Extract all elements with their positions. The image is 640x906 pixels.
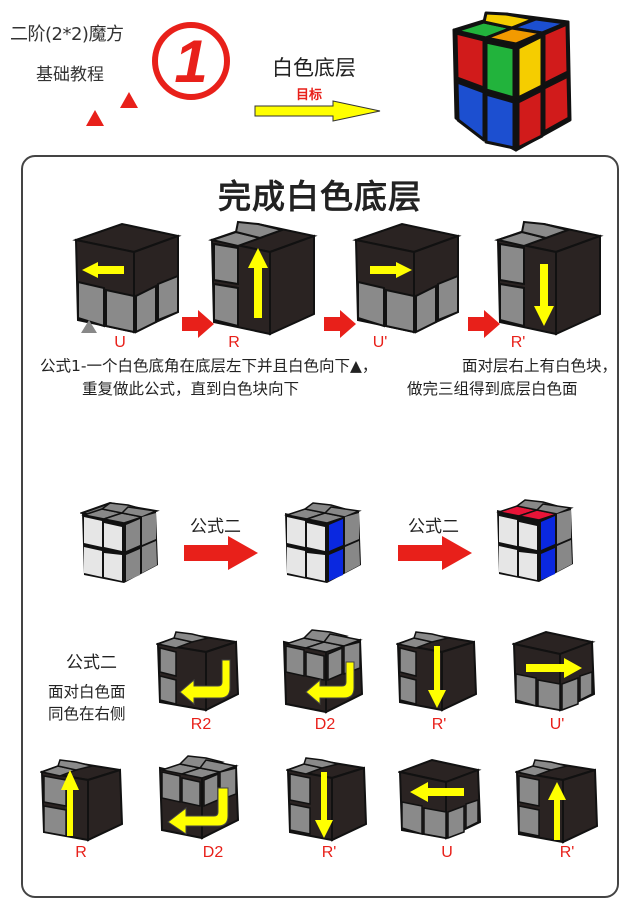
formula1-description-line1-right: 面对层右上有白色块， bbox=[462, 357, 618, 375]
formula2-hint-line2: 同色在右侧 bbox=[48, 705, 126, 723]
cube-step-U bbox=[398, 758, 482, 840]
move-label: R bbox=[228, 334, 240, 351]
cube-step-D2 bbox=[158, 755, 240, 840]
cube-step-U-prime bbox=[512, 630, 596, 712]
cube-step-R-prime bbox=[286, 757, 368, 842]
cube-step-U-prime bbox=[352, 222, 462, 334]
goal-arrow-icon bbox=[254, 100, 381, 122]
move-label: U' bbox=[372, 334, 388, 351]
formula1-description-line2-right: 做完三组得到底层白色面 bbox=[407, 380, 578, 398]
cube-step-R-prime bbox=[515, 759, 599, 844]
solved-cube-illustration bbox=[452, 11, 572, 152]
goal-title: 白色底层 bbox=[272, 56, 356, 80]
formula1-description-line2: 重复做此公式，直到白色块向下 bbox=[82, 380, 300, 398]
cube-white-face-start bbox=[80, 501, 160, 583]
move-label: R' bbox=[431, 716, 447, 733]
move-label: R' bbox=[321, 844, 337, 861]
cube-step-R-prime bbox=[494, 220, 604, 336]
formula2-label: 公式二 bbox=[66, 653, 117, 673]
move-label: R' bbox=[510, 334, 526, 351]
formula2-hint-line1: 面对白色面 bbox=[48, 683, 126, 701]
instruction-panel bbox=[21, 155, 619, 898]
formula2-arrow-label: 公式二 bbox=[408, 517, 459, 537]
move-label: U' bbox=[549, 716, 565, 733]
tutorial-title: 二阶(2*2)魔方 bbox=[10, 24, 124, 45]
cube-step-R2 bbox=[156, 631, 240, 712]
triangle-marker-icon bbox=[120, 92, 138, 108]
move-label: R2 bbox=[190, 716, 212, 733]
formula2-arrow-icon bbox=[184, 536, 258, 570]
step-number-badge: 1 bbox=[152, 22, 230, 100]
cube-step-D2 bbox=[282, 629, 364, 714]
move-label: D2 bbox=[314, 716, 336, 733]
goal-subtitle: 目标 bbox=[296, 88, 323, 103]
formula2-arrow-icon bbox=[398, 536, 472, 570]
formula2-arrow-label: 公式二 bbox=[190, 517, 241, 537]
cube-blue-strip bbox=[284, 502, 362, 583]
move-label: D2 bbox=[202, 844, 224, 861]
cube-step-R bbox=[40, 759, 124, 842]
move-label: U bbox=[441, 844, 453, 861]
move-label: R bbox=[75, 844, 87, 861]
next-arrow-icon bbox=[468, 310, 500, 338]
gray-triangle-marker-icon bbox=[81, 320, 97, 333]
cube-step-R-prime bbox=[396, 631, 478, 712]
triangle-marker-icon bbox=[86, 110, 104, 126]
move-label: R' bbox=[559, 844, 575, 861]
move-label: U bbox=[114, 334, 126, 351]
formula1-description-line1: 公式1-一个白色底角在底层左下并且白色向下▲， bbox=[40, 357, 378, 375]
cube-step-U bbox=[72, 222, 182, 334]
tutorial-subtitle: 基础教程 bbox=[36, 65, 104, 85]
cube-step-R bbox=[208, 220, 318, 336]
cube-red-top-blue-strip bbox=[496, 499, 574, 582]
next-arrow-icon bbox=[324, 310, 356, 338]
panel-title: 完成白色底层 bbox=[218, 177, 422, 216]
next-arrow-icon bbox=[182, 310, 214, 338]
